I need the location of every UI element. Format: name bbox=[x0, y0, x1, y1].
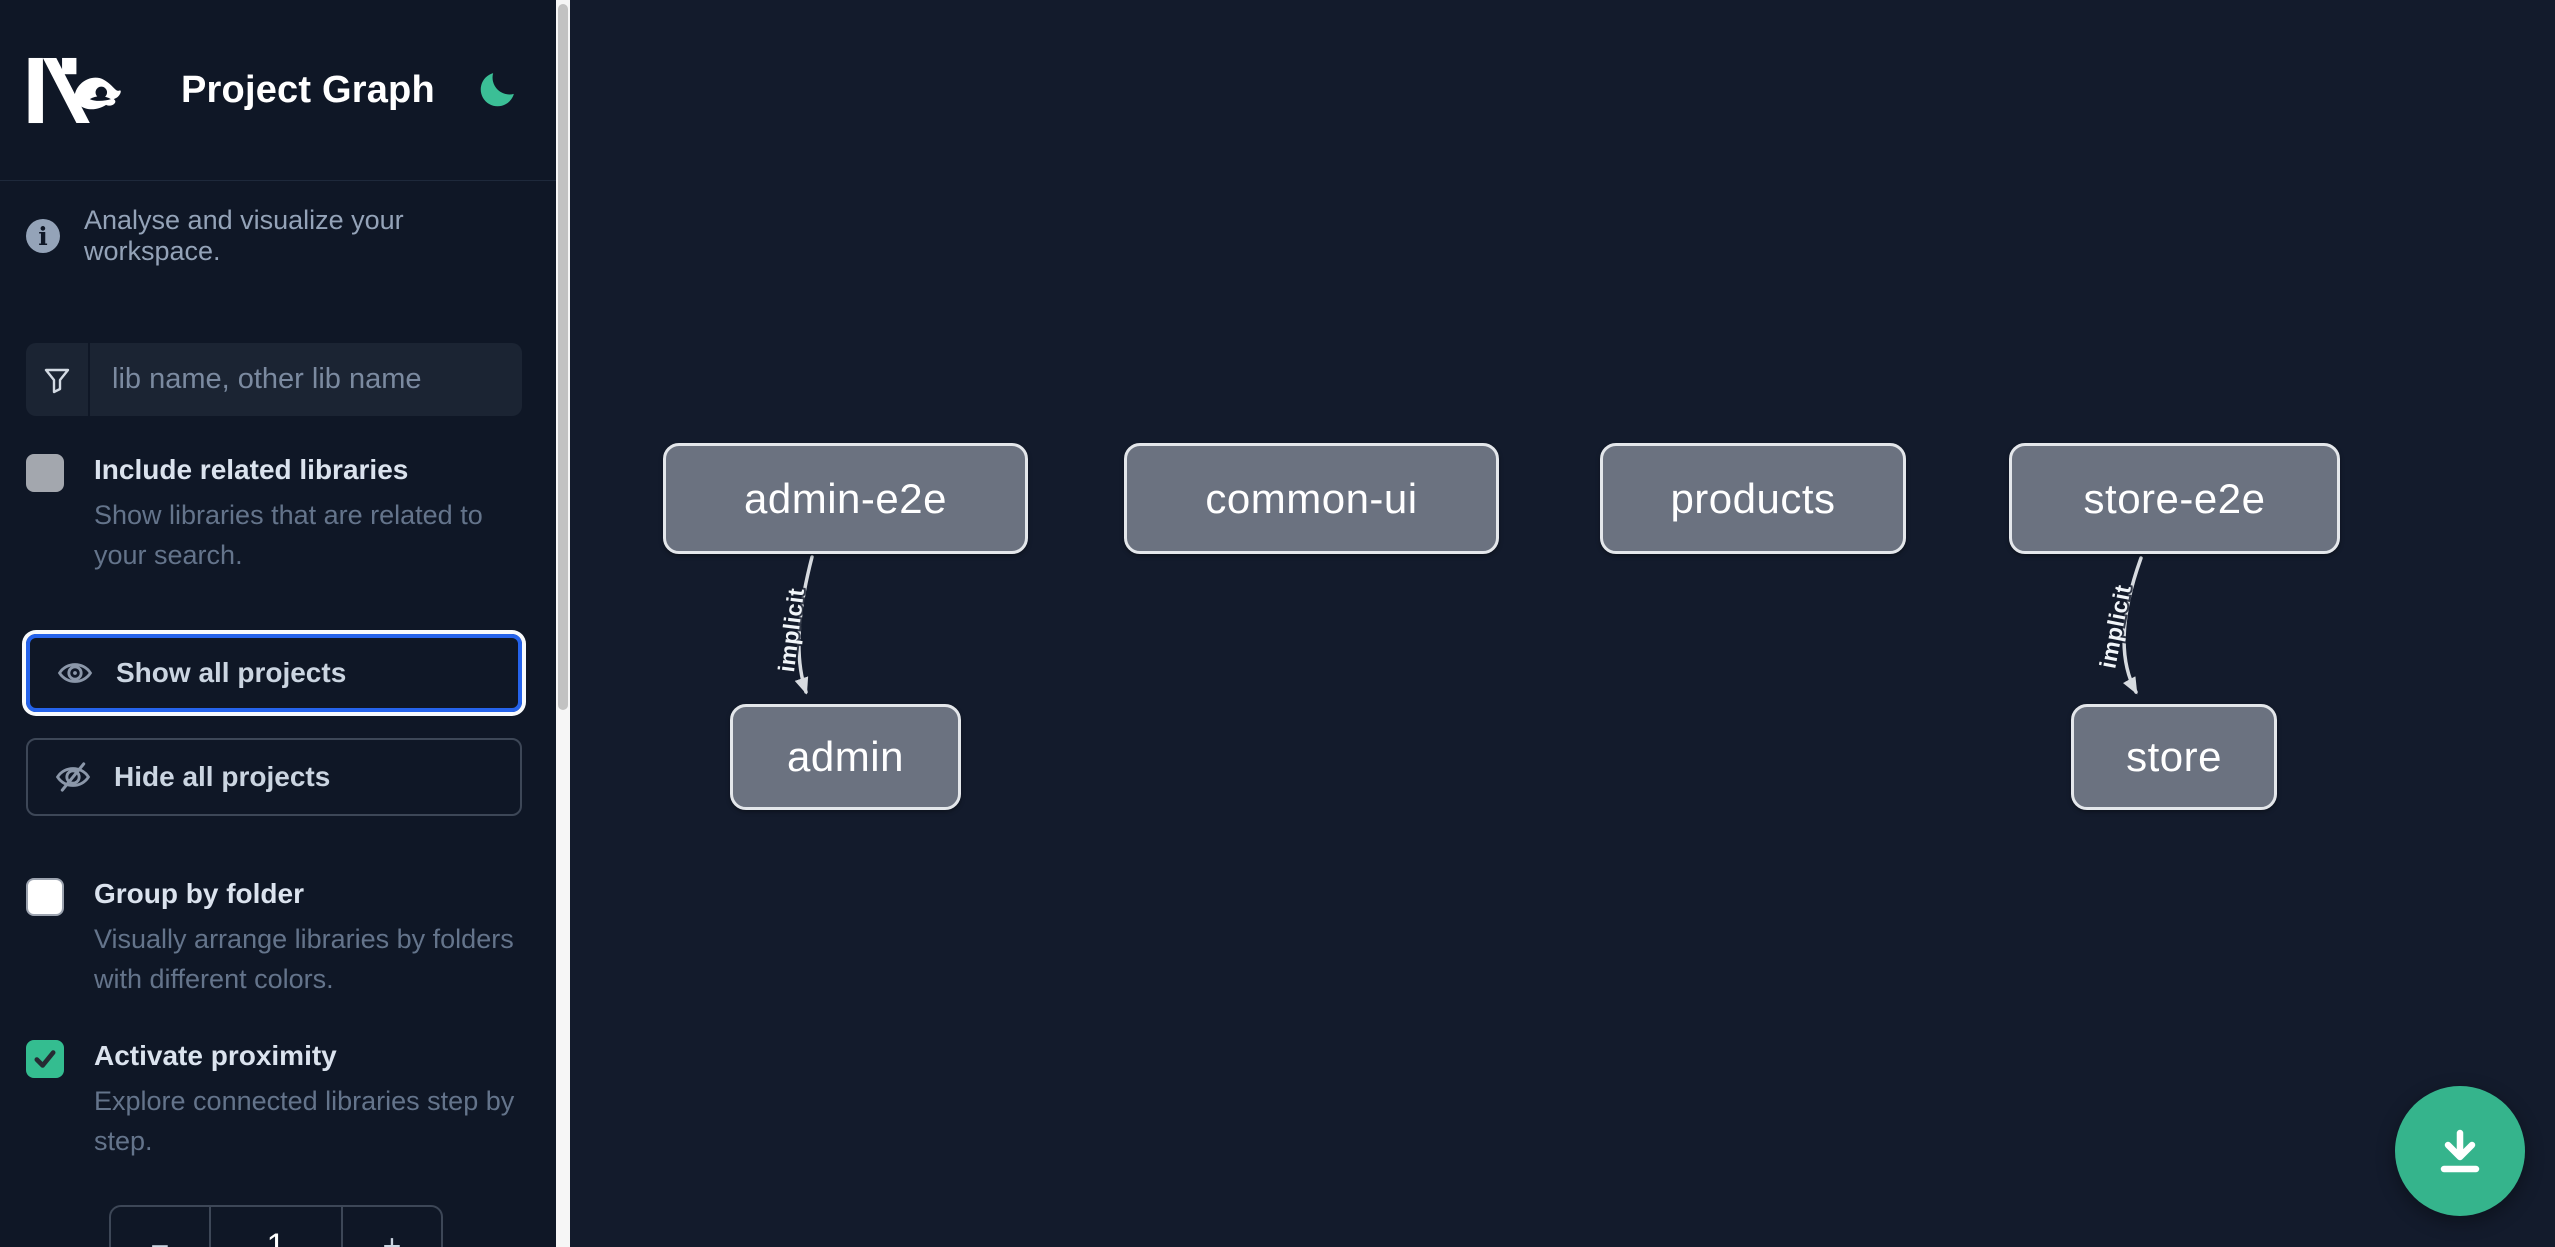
eye-icon bbox=[57, 662, 93, 683]
filter-funnel-cell bbox=[26, 343, 90, 416]
activate-proximity-checkbox[interactable] bbox=[26, 1039, 64, 1078]
proximity-increment-button[interactable]: + bbox=[343, 1207, 441, 1247]
include-related-description: Show libraries that are related to your … bbox=[94, 500, 483, 571]
edge-label-implicit: implicit bbox=[2094, 583, 2136, 671]
download-graph-button[interactable] bbox=[2395, 1086, 2525, 1216]
app-title: Project Graph bbox=[181, 68, 435, 111]
activate-proximity-description: Explore connected libraries step by step… bbox=[94, 1085, 515, 1156]
node-label: store bbox=[2126, 733, 2222, 780]
graph-node-store[interactable]: store bbox=[2071, 704, 2277, 810]
hide-all-projects-button[interactable]: Hide all projects bbox=[26, 737, 522, 816]
theme-toggle-button[interactable] bbox=[474, 67, 520, 113]
node-label: common-ui bbox=[1205, 474, 1418, 522]
group-by-folder-description: Visually arrange libraries by folders wi… bbox=[94, 924, 514, 994]
workspace-tagline-row: i Analyse and visualize your workspace. bbox=[26, 205, 536, 267]
filter-input[interactable] bbox=[90, 343, 522, 416]
graph-node-admin[interactable]: admin bbox=[730, 704, 961, 810]
proximity-depth-stepper: − 1 + bbox=[109, 1205, 443, 1247]
sidebar-header: Project Graph bbox=[0, 0, 570, 181]
option-include-related: Include related libraries Show libraries… bbox=[26, 452, 536, 576]
node-label: products bbox=[1670, 474, 1836, 522]
graph-edges-layer: implicit implicit bbox=[771, 555, 2143, 695]
sidebar-scrollbar-track bbox=[556, 0, 570, 1247]
option-activate-proximity: Activate proximity Explore connected lib… bbox=[26, 1038, 536, 1162]
info-icon: i bbox=[26, 219, 60, 253]
graph-node-admin-e2e[interactable]: admin-e2e bbox=[663, 443, 1028, 554]
node-label: store-e2e bbox=[2083, 474, 2266, 522]
edge-label-implicit: implicit bbox=[773, 586, 809, 673]
graph-node-common-ui[interactable]: common-ui bbox=[1124, 443, 1499, 554]
node-label: admin-e2e bbox=[744, 474, 947, 522]
sidebar-scrollbar-thumb[interactable] bbox=[558, 4, 568, 710]
proximity-depth-value[interactable]: 1 bbox=[209, 1207, 343, 1247]
eye-off-icon bbox=[55, 762, 91, 792]
activate-proximity-label[interactable]: Activate proximity bbox=[94, 1039, 337, 1071]
edge-store-e2e-to-store[interactable] bbox=[2122, 556, 2143, 695]
include-related-checkbox[interactable] bbox=[26, 454, 64, 492]
group-by-folder-label[interactable]: Group by folder bbox=[94, 877, 304, 909]
include-related-label[interactable]: Include related libraries bbox=[94, 454, 409, 485]
node-label: admin bbox=[787, 733, 904, 780]
proximity-decrement-button[interactable]: − bbox=[111, 1207, 209, 1247]
show-all-projects-label: Show all projects bbox=[116, 656, 347, 688]
tagline-text: Analyse and visualize your workspace. bbox=[84, 205, 404, 266]
nx-logo bbox=[28, 57, 121, 123]
sidebar-content: i Analyse and visualize your workspace. … bbox=[0, 205, 570, 1247]
filter-box bbox=[26, 343, 522, 416]
sidebar: Project Graph i Analyse and visualize yo… bbox=[0, 0, 570, 1247]
download-icon bbox=[2440, 1129, 2480, 1173]
show-all-projects-button[interactable]: Show all projects bbox=[26, 633, 522, 712]
checkmark-icon bbox=[34, 1049, 56, 1068]
graph-node-store-e2e[interactable]: store-e2e bbox=[2009, 443, 2340, 554]
graph-canvas[interactable]: implicit implicit admin-e2e common-ui pr… bbox=[570, 0, 2555, 1247]
edge-admin-e2e-to-admin[interactable] bbox=[794, 555, 814, 695]
hide-all-projects-label: Hide all projects bbox=[114, 760, 331, 792]
graph-node-products[interactable]: products bbox=[1600, 443, 1906, 554]
group-by-folder-checkbox[interactable] bbox=[26, 877, 64, 916]
funnel-icon bbox=[44, 368, 70, 393]
option-group-by-folder: Group by folder Visually arrange librari… bbox=[26, 876, 536, 1000]
moon-icon bbox=[480, 73, 514, 107]
